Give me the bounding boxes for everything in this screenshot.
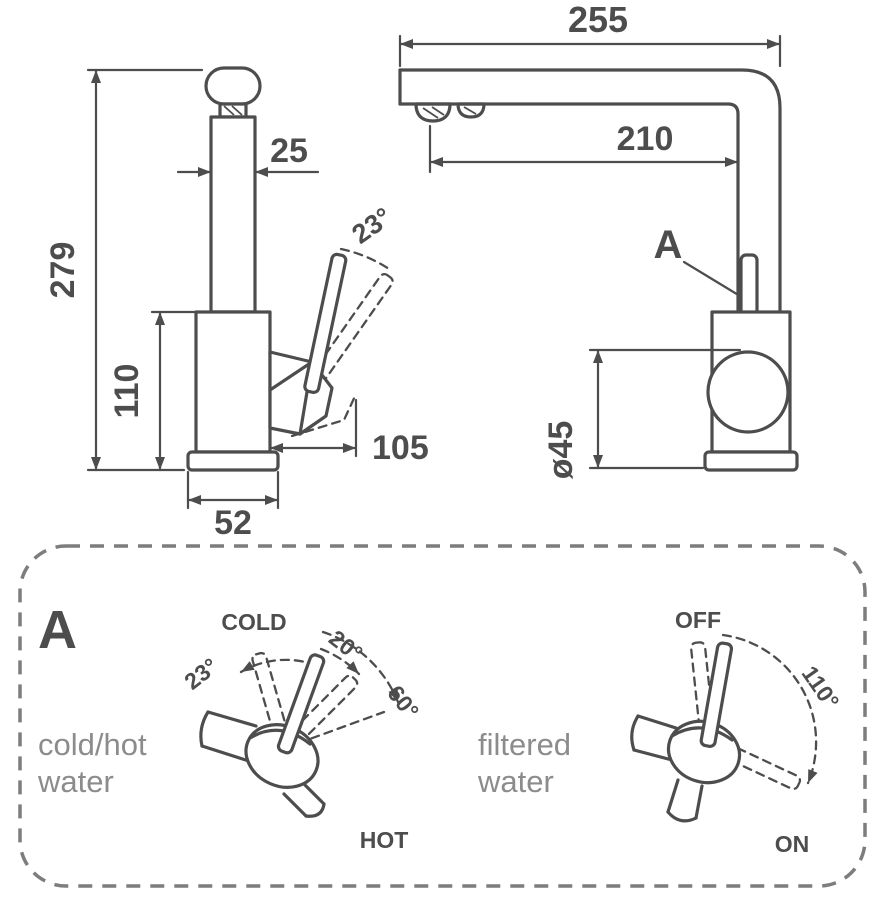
arc-tilt-left: [239, 658, 311, 674]
mixer-lever: [276, 653, 326, 755]
outlet-tube-edge: [666, 778, 680, 814]
spout-tube-edge: [636, 714, 678, 730]
dashed-lever-outline: [303, 273, 394, 395]
dim-spout-reach: 210: [428, 120, 740, 174]
faucet-base-side: [703, 450, 799, 472]
spout-tube-edge: [200, 744, 254, 764]
arc-tilt-open: [319, 647, 361, 676]
spout-inner-edge: [398, 102, 740, 314]
aerator-bump: [414, 102, 452, 123]
hatch-line: [422, 107, 439, 119]
dim-total-depth: 255: [398, 0, 782, 68]
spout-column: [209, 115, 257, 314]
mixer-caption-line1: cold/hot: [38, 727, 147, 762]
filter-diagram: OFF ON 110° filtered water: [477, 607, 844, 857]
dim-total-height: 279: [44, 68, 204, 472]
outlet-tube-edge: [694, 784, 704, 820]
front-handle-angle-label: 23°: [347, 202, 398, 250]
side-view: 255 210 A ø45: [398, 0, 799, 480]
outlet-tube-edge: [300, 780, 326, 806]
dome-seam: [248, 728, 312, 746]
filter-lever: [699, 641, 734, 748]
dim-body-height-label: 110: [108, 364, 146, 419]
hatch-line: [463, 106, 477, 115]
dim-spout-width-label: 25: [270, 132, 308, 170]
dim-body-diameter: ø45: [542, 348, 742, 480]
dim-handle-reach-label: 105: [372, 429, 429, 467]
handle-angle-arc: [339, 247, 394, 273]
side-faucet-outline: [398, 68, 799, 472]
dim-body-height: 110: [108, 310, 198, 472]
dim-base-width-label: 52: [214, 504, 252, 542]
dim-base-width: 52: [186, 470, 280, 542]
leader-line: [682, 260, 742, 298]
dim-total-height-label: 279: [44, 242, 82, 299]
front-faucet-outline: [186, 66, 348, 472]
aerator-bump: [456, 102, 486, 119]
filter-swing-angle-label: 110°: [797, 661, 845, 714]
outlet-tube-cap: [666, 810, 698, 823]
outlet-tube-edge: [282, 792, 308, 818]
off-label: OFF: [675, 607, 721, 633]
front-view: 279 110 25 105 52 23°: [44, 66, 429, 542]
dim-handle-reach: 105: [268, 398, 429, 467]
swing-angle-label: 60°: [382, 680, 424, 723]
detail-panel: A: [18, 544, 867, 888]
handle-lever: [303, 252, 348, 394]
knob-facet-line: [268, 360, 314, 392]
handle-hub: [706, 350, 790, 434]
detail-callout: A: [654, 223, 742, 298]
hatch-line: [223, 105, 235, 116]
tilt-left-angle-label: 23°: [179, 653, 222, 695]
arc-swing-110: [721, 633, 818, 785]
filter-caption-line2: water: [477, 764, 554, 799]
handle-dome: [244, 723, 320, 789]
spout-tube-edge: [632, 748, 674, 762]
front-handle-dashed-position: [290, 247, 394, 438]
spout-cap: [204, 66, 262, 106]
filter-caption-line1: filtered: [478, 727, 571, 762]
detail-panel-border: [18, 544, 867, 888]
hatch-line: [431, 106, 445, 116]
detail-panel-label: A: [38, 600, 77, 660]
spout-tube-cap: [199, 710, 210, 748]
spout-tube-cap: [630, 714, 640, 752]
outlet-tube-cap: [304, 802, 326, 818]
faucet-body: [194, 310, 272, 454]
tilt-open-angle-label: 20°: [324, 625, 367, 667]
spout-tube-edge: [206, 710, 258, 728]
mixer-diagram: COLD HOT 20° 60° 23° cold/hot water: [37, 609, 424, 853]
dim-spout-width: 25: [176, 132, 320, 177]
dim-total-depth-label: 255: [568, 0, 628, 40]
on-label: ON: [775, 831, 810, 857]
dim-spout-reach-label: 210: [617, 120, 674, 158]
hatch-line: [231, 105, 243, 116]
hot-label: HOT: [360, 827, 409, 853]
dashed-knob-outline: [290, 392, 358, 438]
cold-label: COLD: [221, 609, 286, 635]
spout-outer-edge: [398, 68, 782, 314]
faucet-base: [186, 450, 280, 472]
detail-callout-label: A: [654, 223, 683, 267]
dim-body-diameter-label: ø45: [542, 421, 580, 480]
mixer-caption-line2: water: [37, 764, 114, 799]
